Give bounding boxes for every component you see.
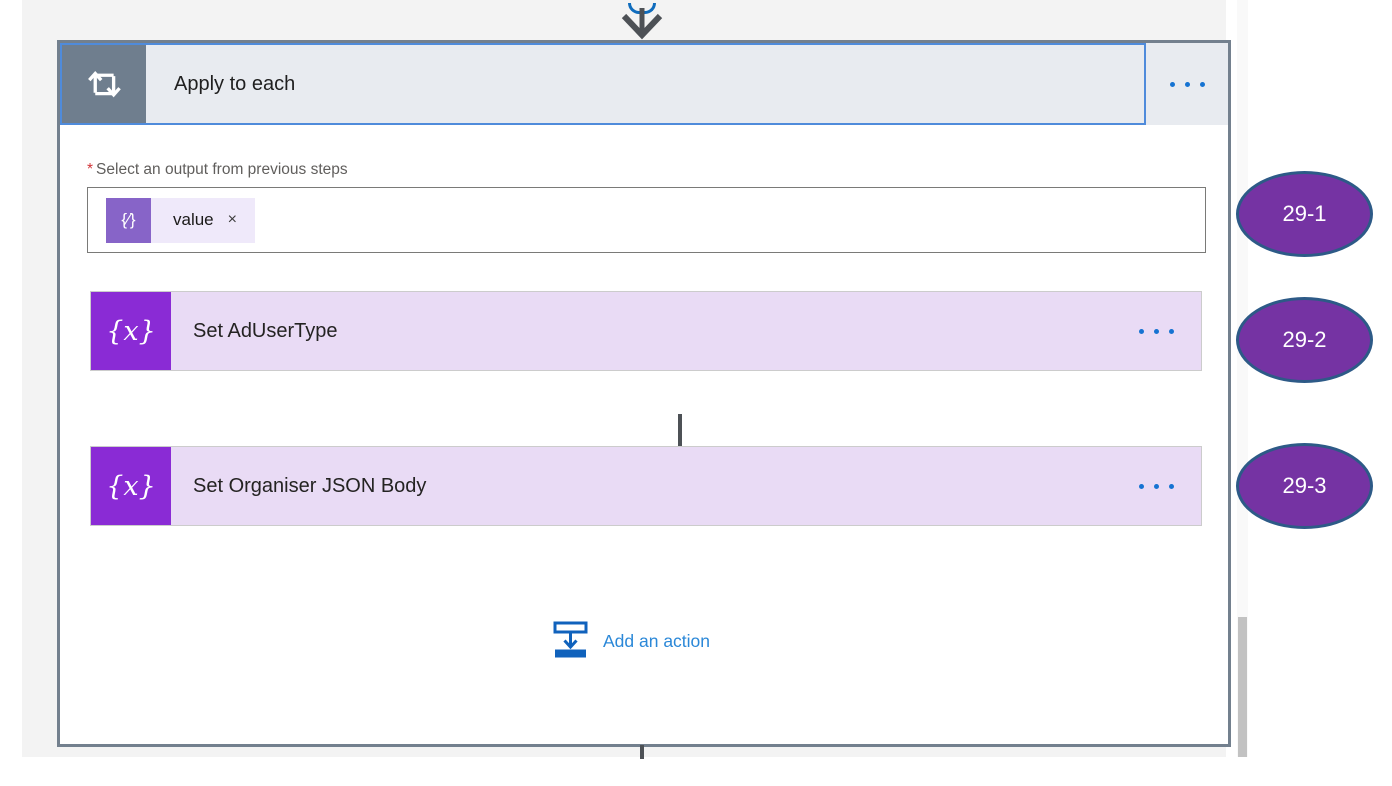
- field-label: *Select an output from previous steps: [87, 161, 348, 179]
- add-action-label: Add an action: [603, 630, 711, 651]
- output-selection-input[interactable]: {∕} value ×: [87, 187, 1206, 253]
- annotation-badge-29-1: 29-1: [1236, 171, 1373, 257]
- apply-to-each-header: Apply to each: [60, 43, 1228, 125]
- action-card-set-adusertype[interactable]: {x} Set AdUserType: [90, 291, 1202, 371]
- field-label-text: Select an output from previous steps: [96, 161, 348, 178]
- scope-title: Apply to each: [174, 72, 296, 95]
- token-remove-button[interactable]: ×: [227, 211, 237, 228]
- apply-to-each-scope-card: Apply to each *Select an output from pre…: [57, 40, 1231, 747]
- action-title: Set Organiser JSON Body: [193, 474, 427, 497]
- designer-canvas: Apply to each *Select an output from pre…: [22, 0, 1248, 759]
- connector-line: [640, 745, 644, 759]
- scope-menu-button[interactable]: [1146, 43, 1228, 125]
- badge-label: 29-2: [1282, 327, 1327, 352]
- scrollbar[interactable]: [1237, 0, 1248, 757]
- dynamic-content-token: {∕} value ×: [106, 197, 255, 243]
- required-asterisk: *: [87, 161, 94, 178]
- add-action-icon: [552, 621, 589, 661]
- variable-icon: {x}: [91, 447, 171, 525]
- ellipsis-icon: [1169, 81, 1205, 87]
- token-label: value: [173, 210, 214, 229]
- apply-to-each-title-button[interactable]: Apply to each: [60, 43, 1146, 125]
- ellipsis-icon: [1138, 483, 1174, 489]
- variable-icon: {x}: [91, 292, 171, 370]
- dynamic-content-icon: {∕}: [106, 197, 151, 243]
- annotation-badge-29-2: 29-2: [1236, 297, 1373, 383]
- badge-label: 29-3: [1282, 473, 1327, 498]
- add-an-action-button[interactable]: Add an action: [552, 621, 710, 661]
- connector-arrow-down-icon: [621, 8, 663, 40]
- badge-label: 29-1: [1282, 201, 1327, 226]
- action-title: Set AdUserType: [193, 319, 338, 342]
- ellipsis-icon: [1138, 328, 1174, 334]
- action-card-set-organiser-json-body[interactable]: {x} Set Organiser JSON Body: [90, 446, 1202, 526]
- loop-icon: [62, 45, 146, 123]
- action-menu-button[interactable]: [1111, 292, 1201, 370]
- action-menu-button[interactable]: [1111, 447, 1201, 525]
- annotation-badge-29-3: 29-3: [1236, 443, 1373, 529]
- scrollbar-thumb[interactable]: [1238, 617, 1247, 757]
